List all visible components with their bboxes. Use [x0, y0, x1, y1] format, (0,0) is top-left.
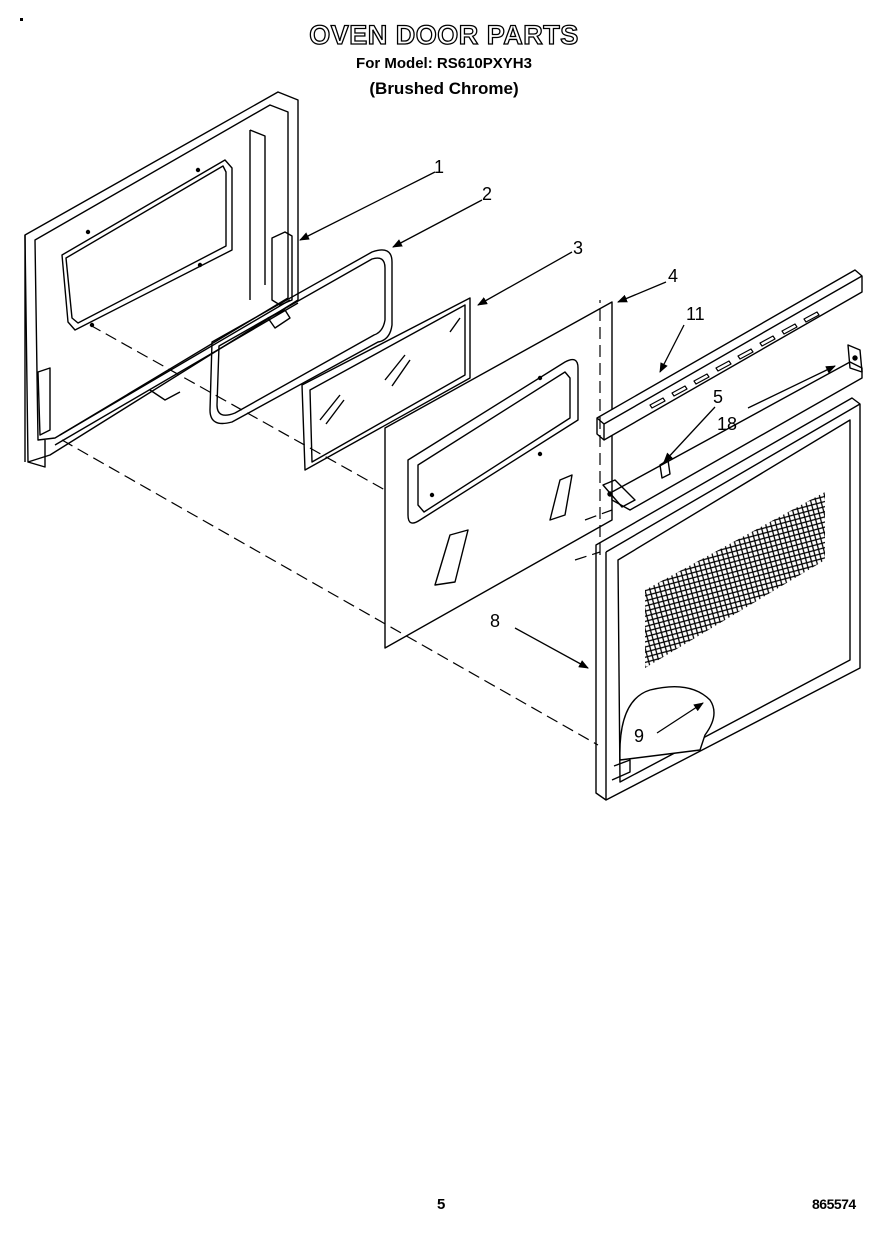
callout-labels: 1 2 3 4 11 5 18 8 9 — [434, 157, 737, 746]
door-liner-part — [384, 301, 613, 649]
bracket-rail-part — [602, 344, 863, 511]
document-number: 865574 — [812, 1196, 856, 1212]
inner-door-frame-part — [24, 91, 299, 468]
finish-line: (Brushed Chrome) — [369, 79, 519, 98]
window-cutaway-part — [619, 685, 715, 761]
callout-leaders — [299, 171, 836, 734]
callout-1: 1 — [434, 157, 444, 177]
callout-2: 2 — [482, 184, 492, 204]
callout-18: 18 — [717, 414, 737, 434]
model-line: For Model: RS610PXYH3 — [356, 55, 532, 72]
page-number: 5 — [437, 1196, 446, 1213]
callout-8: 8 — [490, 611, 500, 631]
callout-9: 9 — [634, 726, 644, 746]
vent-slots — [649, 311, 820, 409]
callout-3: 3 — [573, 238, 583, 258]
door-gasket-part — [209, 249, 393, 425]
alignment-lines — [61, 300, 613, 746]
callout-11: 11 — [686, 304, 705, 324]
inner-glass-panel-part — [301, 297, 471, 471]
page-title: OVEN DOOR PARTS — [309, 19, 579, 50]
corner-mark — [20, 18, 23, 21]
callout-5: 5 — [713, 387, 723, 407]
vent-trim-part — [596, 269, 863, 441]
callout-4: 4 — [668, 266, 678, 286]
